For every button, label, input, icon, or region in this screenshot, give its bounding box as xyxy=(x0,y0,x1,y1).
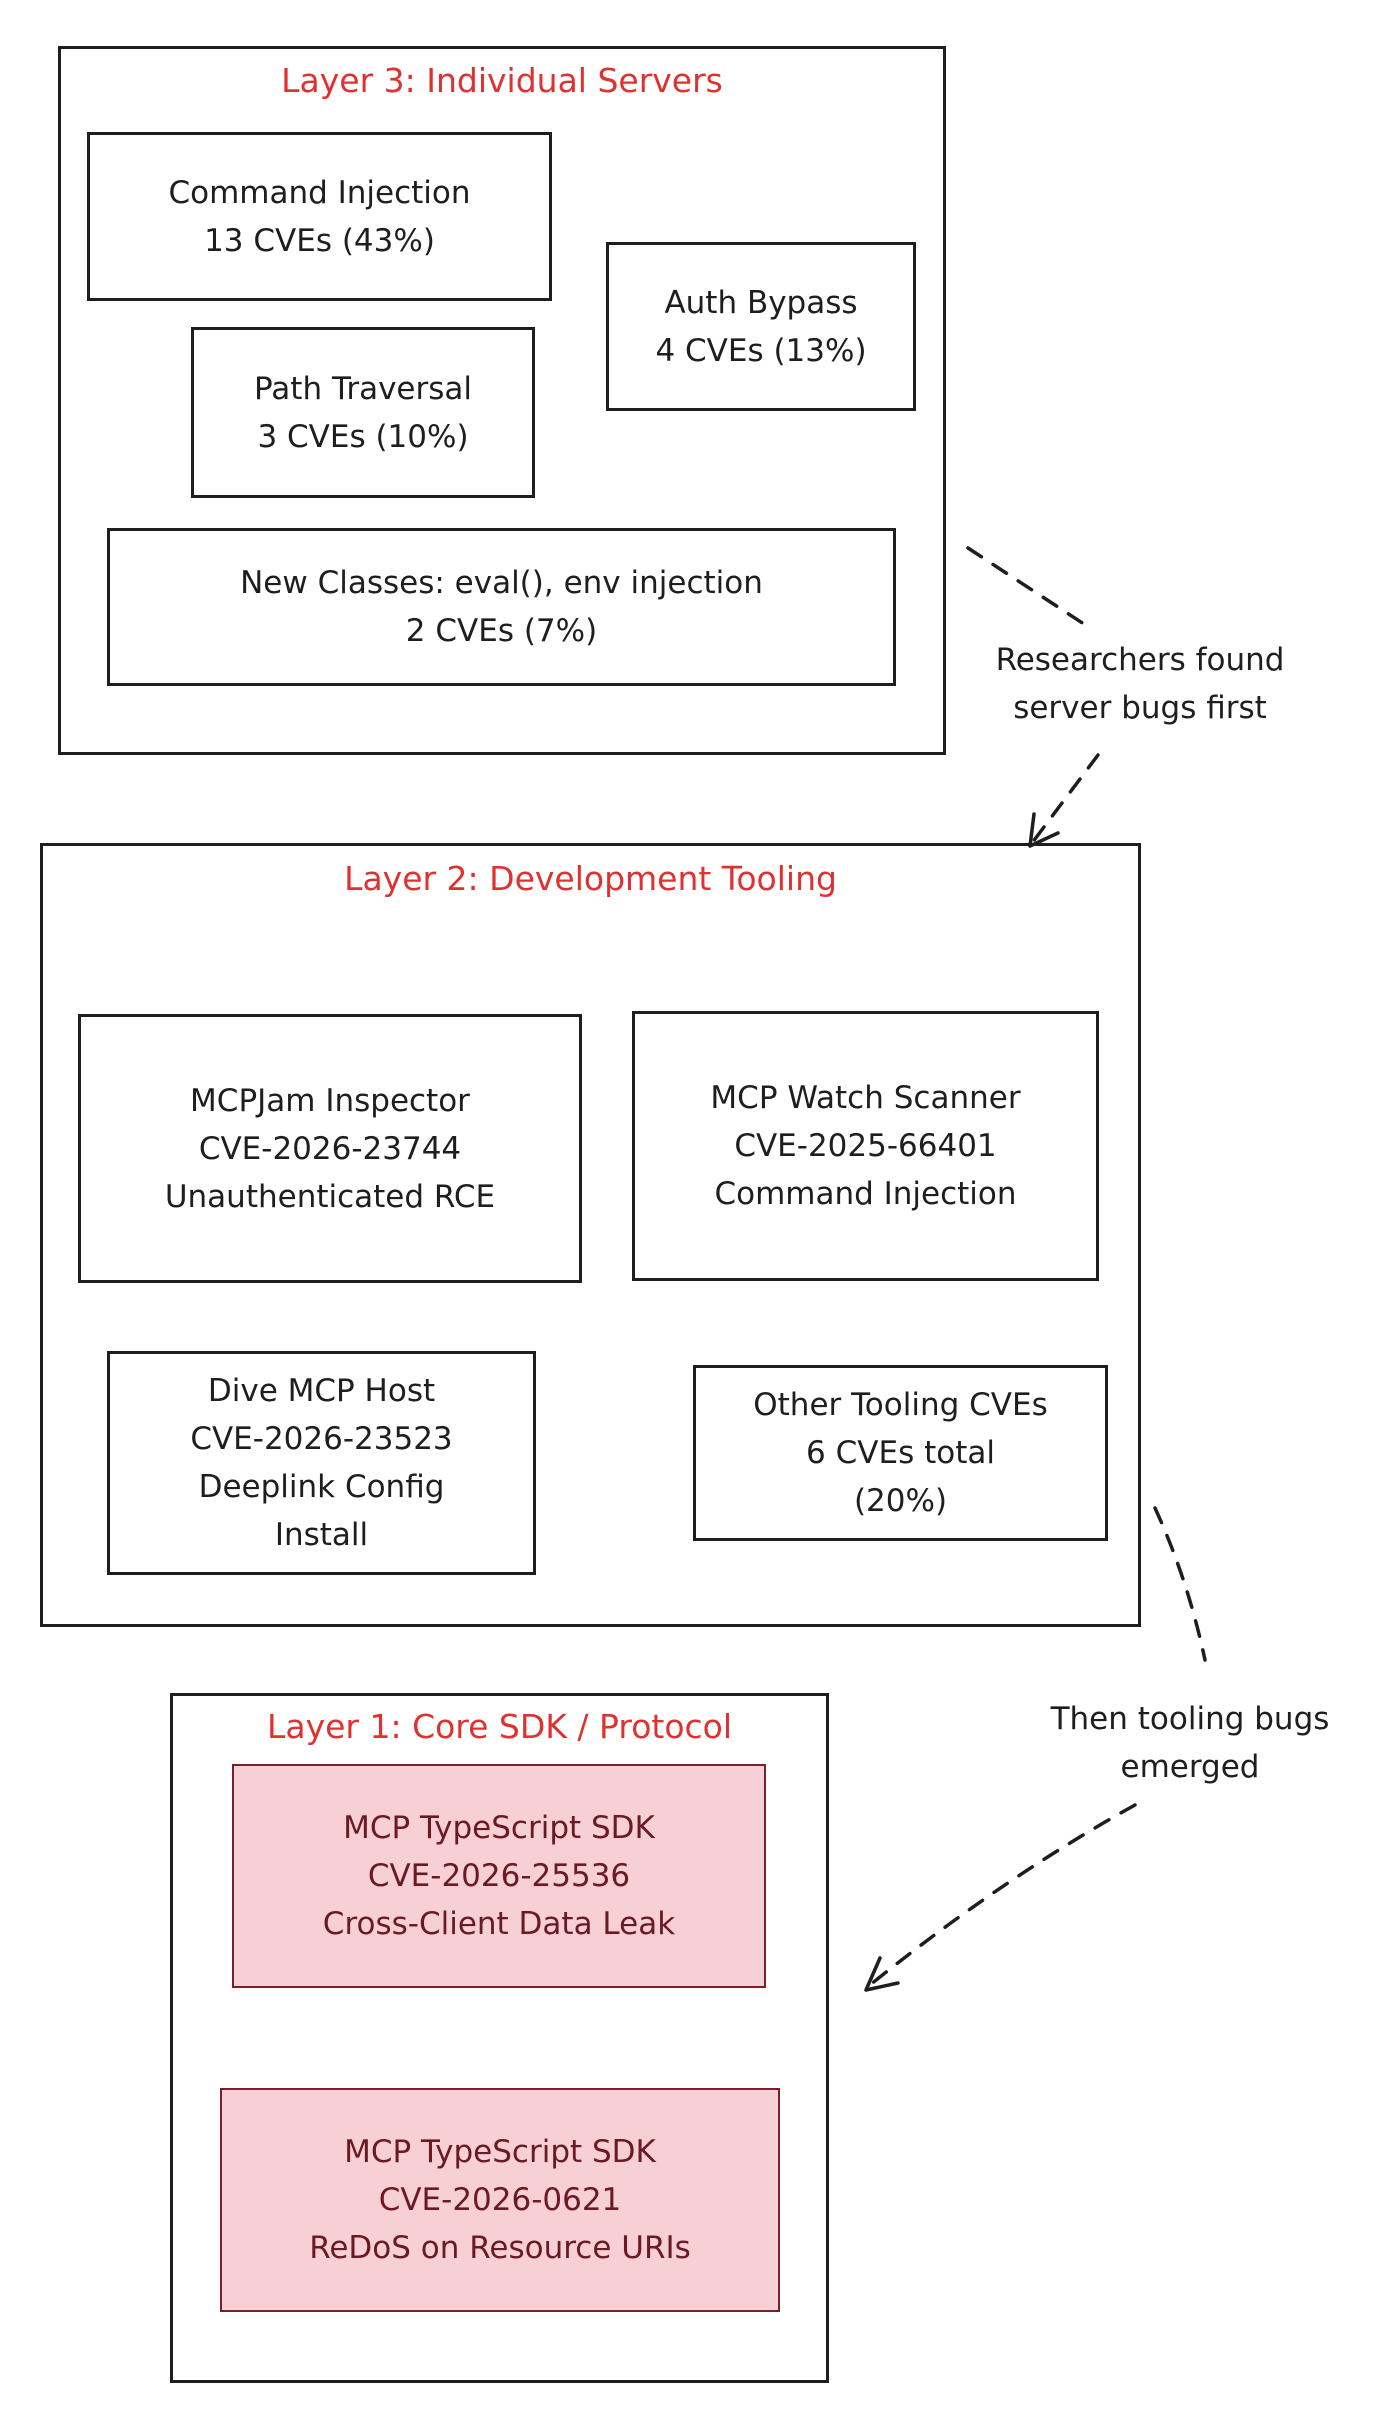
node-line: CVE-2026-23744 xyxy=(198,1130,462,1167)
node-line: CVE-2026-0621 xyxy=(378,2182,622,2218)
node-line: CVE-2026-25536 xyxy=(367,1858,631,1894)
node-command-injection[interactable]: Command Injection 13 CVEs (43%) xyxy=(87,132,552,301)
node-line: Path Traversal xyxy=(254,370,472,407)
arrowhead-icon xyxy=(864,1956,900,1992)
node-other-tooling-cves[interactable]: Other Tooling CVEs 6 CVEs total (20%) xyxy=(693,1365,1108,1541)
node-new-classes[interactable]: New Classes: eval(), env injection 2 CVE… xyxy=(107,528,896,686)
node-line: 2 CVEs (7%) xyxy=(405,613,598,649)
node-line: (20%) xyxy=(853,1483,948,1519)
node-line: Dive MCP Host xyxy=(207,1373,436,1409)
edge-label-tooling-emerged: Then tooling bugs emerged xyxy=(1010,1695,1370,1791)
layer-2-frame: Layer 2: Development Tooling xyxy=(40,843,1141,1627)
node-line: New Classes: eval(), env injection xyxy=(240,565,763,601)
node-line: MCP TypeScript SDK xyxy=(343,1810,655,1846)
layer-2-title: Layer 2: Development Tooling xyxy=(344,859,837,898)
node-line: Install xyxy=(274,1517,369,1553)
node-line: 4 CVEs (13%) xyxy=(655,332,867,369)
edge-label-line: emerged xyxy=(1120,1749,1260,1785)
node-line: CVE-2026-23523 xyxy=(190,1421,453,1457)
edge-label-line: server bugs first xyxy=(1013,690,1267,726)
node-dive-mcp-host[interactable]: Dive MCP Host CVE-2026-23523 Deeplink Co… xyxy=(107,1351,536,1575)
node-line: Cross-Client Data Leak xyxy=(322,1906,676,1942)
node-path-traversal[interactable]: Path Traversal 3 CVEs (10%) xyxy=(191,327,535,498)
node-line: ReDoS on Resource URIs xyxy=(309,2230,691,2266)
node-line: Command Injection xyxy=(168,174,471,211)
node-line: Command Injection xyxy=(714,1176,1017,1212)
edge-layer2-to-layer1-lower xyxy=(868,1803,1137,1987)
edge-layer2-to-layer1-upper xyxy=(1153,1506,1207,1662)
node-line: 6 CVEs total xyxy=(806,1435,995,1471)
node-line: CVE-2025-66401 xyxy=(734,1128,997,1164)
node-typescript-sdk-data-leak[interactable]: MCP TypeScript SDK CVE-2026-25536 Cross-… xyxy=(232,1764,766,1988)
node-line: 13 CVEs (43%) xyxy=(204,222,435,259)
edge-label-line: Researchers found xyxy=(995,642,1285,678)
edge-layer3-to-layer2-lower xyxy=(1030,753,1100,845)
node-line: Auth Bypass xyxy=(664,284,858,321)
node-mcp-watch-scanner[interactable]: MCP Watch Scanner CVE-2025-66401 Command… xyxy=(632,1011,1099,1281)
layer-1-title: Layer 1: Core SDK / Protocol xyxy=(266,1707,733,1746)
node-line: Deeplink Config xyxy=(198,1469,445,1505)
node-line: MCPJam Inspector xyxy=(190,1082,470,1119)
layer-3-frame: Layer 3: Individual Servers xyxy=(58,46,946,755)
layer-1-frame: Layer 1: Core SDK / Protocol xyxy=(170,1693,829,2383)
node-line: MCP TypeScript SDK xyxy=(344,2134,656,2170)
edge-label-line: Then tooling bugs xyxy=(1050,1701,1330,1737)
node-auth-bypass[interactable]: Auth Bypass 4 CVEs (13%) xyxy=(606,242,916,411)
edge-label-researchers: Researchers found server bugs first xyxy=(960,636,1320,732)
node-line: 3 CVEs (10%) xyxy=(257,418,469,455)
edge-layer3-to-layer2-upper xyxy=(966,546,1092,630)
node-line: Other Tooling CVEs xyxy=(753,1387,1048,1423)
node-mcpjam-inspector[interactable]: MCPJam Inspector CVE-2026-23744 Unauthen… xyxy=(78,1014,582,1283)
node-line: Unauthenticated RCE xyxy=(164,1178,496,1215)
node-line: MCP Watch Scanner xyxy=(710,1080,1021,1116)
node-typescript-sdk-redos[interactable]: MCP TypeScript SDK CVE-2026-0621 ReDoS o… xyxy=(220,2088,780,2312)
layer-3-title: Layer 3: Individual Servers xyxy=(281,61,723,100)
